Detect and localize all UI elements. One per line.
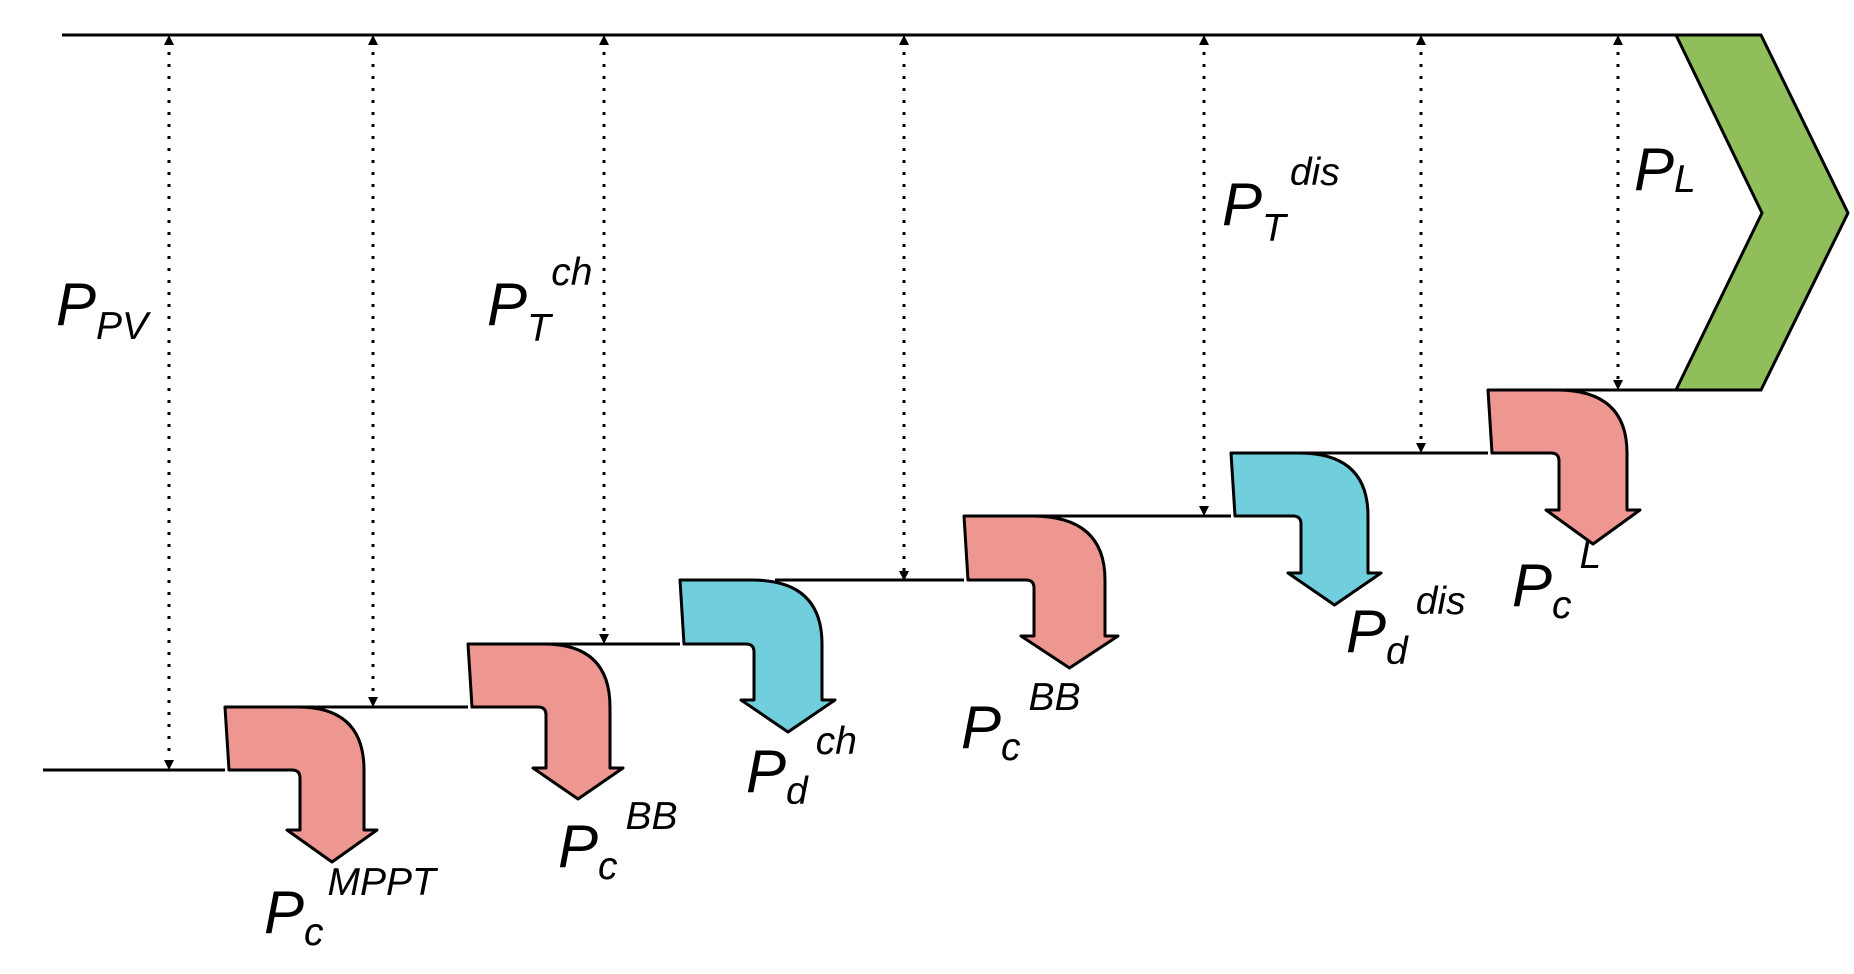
label-p-t-dis: PTdis (1222, 151, 1340, 250)
loss-arrow-mppt (223, 705, 379, 864)
loss-arrow-load (1486, 388, 1642, 546)
label-p-t-ch: PTch (487, 251, 592, 350)
label-p-pv: PPV (56, 271, 152, 348)
label-p-l: PL (1634, 136, 1696, 203)
label-p-d-dis: Pddis (1346, 580, 1466, 673)
label-p-c-mppt: PcMPPT (264, 861, 439, 954)
loss-arrow-bb-1 (466, 642, 625, 801)
loss-arrow-ch (678, 578, 837, 734)
loss-arrows-group (223, 388, 1642, 864)
loss-arrow-bb-2 (962, 514, 1120, 670)
label-p-c-l: PcL (1512, 534, 1601, 627)
load-chevron (1673, 33, 1850, 392)
label-p-d-ch: Pdch (746, 720, 857, 813)
label-p-c-bb-1: PcBB (558, 795, 678, 888)
loss-arrow-dis (1229, 451, 1383, 607)
label-p-c-bb-2: PcBB (961, 676, 1081, 769)
dotted-power-arrows (164, 35, 1623, 770)
